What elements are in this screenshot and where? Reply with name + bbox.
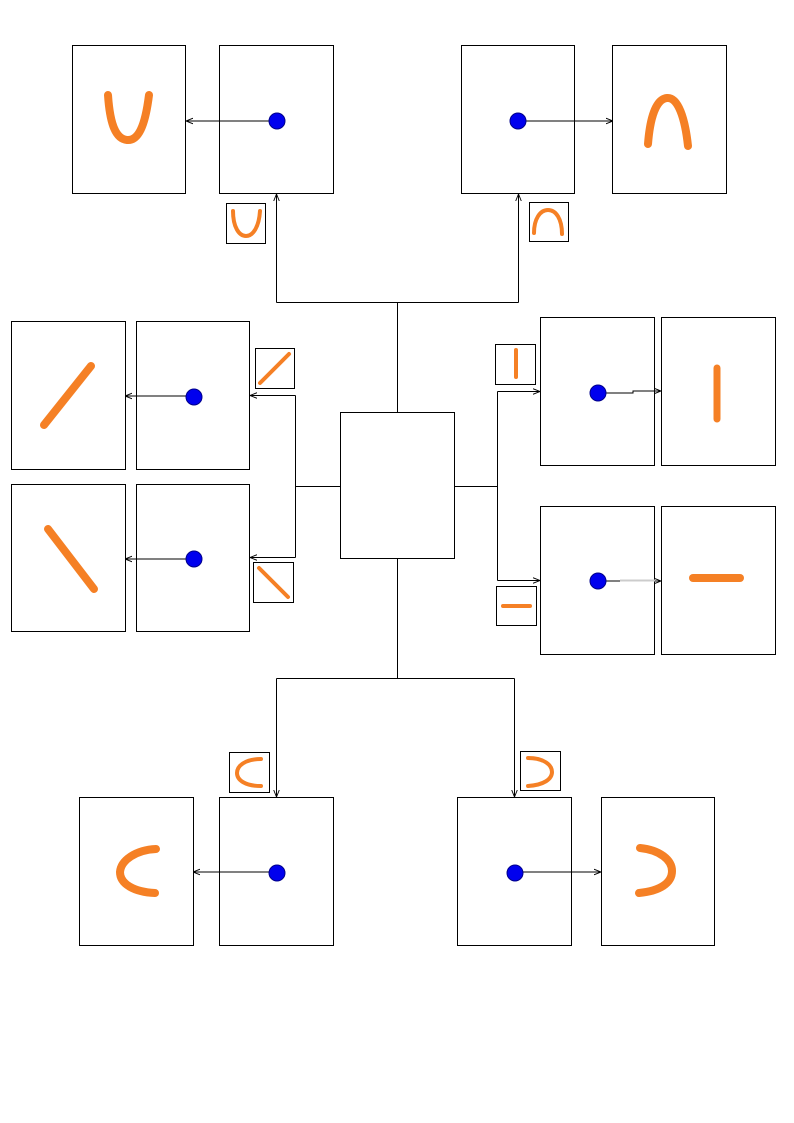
result-panel-reverse-c <box>601 797 715 946</box>
touch-point-dot <box>506 864 524 882</box>
u-thumb-stroke <box>231 209 262 238</box>
touch-point-dot <box>589 384 607 402</box>
c-thumb-stroke <box>235 757 263 788</box>
branch-horizontal <box>496 506 776 655</box>
backslash-thumb-stroke <box>257 566 290 599</box>
result-panel-vertical <box>661 317 776 466</box>
backslash-gesture-stroke <box>44 525 98 593</box>
slash-thumb-stroke <box>258 352 291 385</box>
u-gesture-stroke <box>104 91 153 144</box>
n-thumb-stroke <box>532 208 564 236</box>
result-panel-n <box>612 45 727 194</box>
touch-point-dot <box>589 572 607 590</box>
branch-c-shape <box>79 752 334 946</box>
connectors <box>250 194 540 797</box>
hub-box <box>340 412 455 559</box>
touch-point-dot <box>185 388 203 406</box>
result-panel-c <box>79 797 194 946</box>
branch-reverse-c-shape <box>457 751 715 946</box>
arrow-vertical-output <box>598 391 661 393</box>
touch-point-dot <box>185 550 203 568</box>
slash-gesture-stroke <box>40 362 95 429</box>
branch-vertical <box>495 317 776 466</box>
n-gesture-stroke <box>644 94 692 150</box>
branch-slash <box>11 321 295 470</box>
reverse-c-thumb-stroke <box>526 756 554 788</box>
reverse-c-gesture-stroke <box>635 844 676 897</box>
touch-point-dot <box>268 864 286 882</box>
touch-point-dot <box>268 112 286 130</box>
touch-point-dot <box>509 112 527 130</box>
c-gesture-stroke <box>116 845 160 897</box>
branch-backslash <box>11 484 294 632</box>
branch-u-shape <box>72 45 334 244</box>
branch-n-shape <box>461 45 727 242</box>
result-panel-u <box>72 45 186 194</box>
